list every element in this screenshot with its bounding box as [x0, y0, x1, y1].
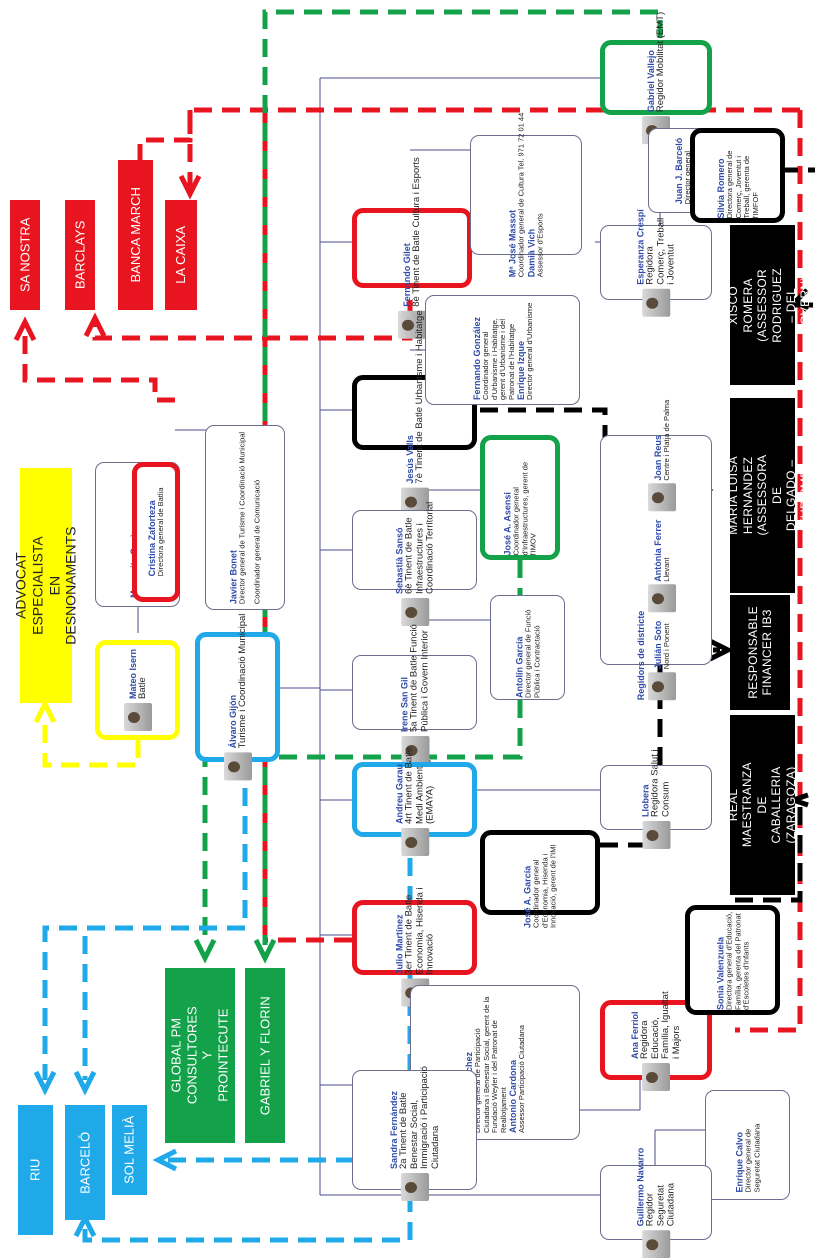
riu-tag: RIU	[18, 1105, 53, 1235]
sandra-photo	[400, 1173, 429, 1201]
banca-march-tag: BANCA MARCH	[118, 160, 153, 310]
ana-photo	[642, 1063, 670, 1091]
advocat-tag: ADVOCAT ESPECIALISTA EN DESNONAMENTS	[12, 468, 79, 703]
filla-xisco-tag: FILLA DE XISCO ROMERA (ASSESSOR RODRIGUE…	[712, 225, 812, 385]
barclays-tag: BARCLAYS	[65, 200, 95, 310]
sa-nostra-tag: SA NOSTRA	[10, 200, 40, 310]
antonia-photo	[648, 584, 676, 613]
barcelo-tag: BARCELÓ	[65, 1105, 105, 1220]
esperanza-photo	[642, 288, 670, 317]
global-pm-tag: GLOBAL PM CONSULTORES Y PROINTECUTE	[165, 968, 235, 1143]
llobera-photo	[642, 820, 670, 849]
andreu-photo	[400, 827, 429, 856]
home-maria-tag: HOME DE MARIA LUISA HERNANDEZ (ASSESSORA…	[712, 398, 812, 593]
julia-photo	[648, 672, 676, 701]
sol-melia-tag: SOL MELIÀ	[112, 1105, 147, 1195]
joan-photo	[648, 483, 676, 512]
gabriel-florin-tag: GABRIEL Y FLORIN	[245, 968, 285, 1143]
alvaro-photo	[223, 752, 252, 781]
responsable-ib3-tag: RESPONSABLE FINANCER IB3	[730, 595, 790, 710]
mateo-photo	[123, 703, 152, 732]
guillermo-photo	[642, 1229, 670, 1258]
real-maestranza-tag: REAL MAESTRANZA DE CABALLERIA (ZARAGOZA)	[727, 715, 798, 895]
la-caixa-tag: LA CAIXA	[165, 200, 197, 310]
